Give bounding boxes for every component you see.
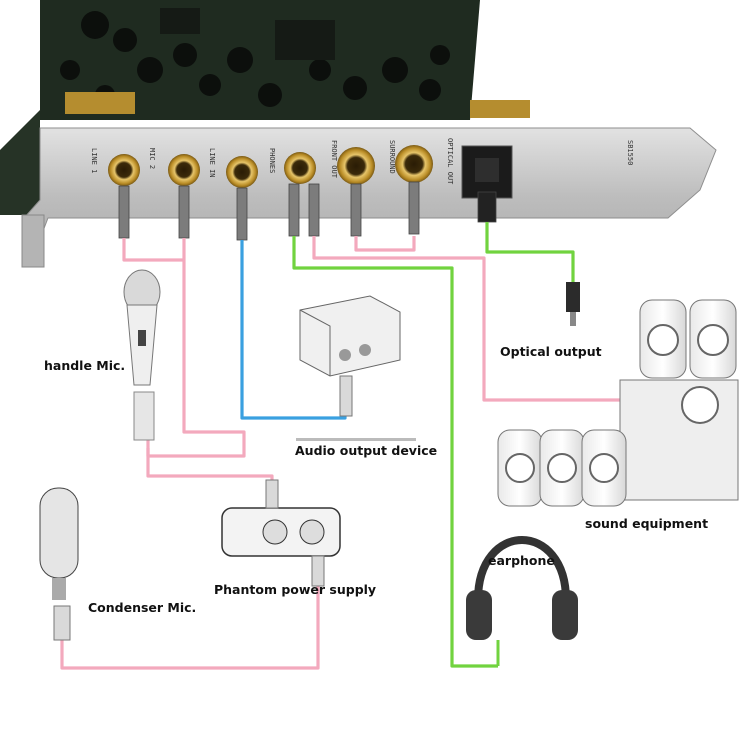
handle-mic-illustration [123,269,161,441]
earphone-illustration [466,536,578,666]
jack-line1 [108,154,140,186]
bracket-tab [21,214,45,268]
condenser-mic-illustration [39,487,79,641]
cable-phones-to-earphone [292,236,498,668]
optical-cable-plug [566,282,580,326]
sound-card: LINE 1 MIC 2 LINE IN PHONES FRONT OUT SU… [0,0,717,268]
port-label-surround: SURROUND [388,140,396,174]
cable-phantom-to-condenser [60,555,320,670]
label-condenser-mic: Condenser Mic. [88,600,196,615]
label-phantom-power-supply: Phantom power supply [214,582,376,597]
label-audio-output-device: Audio output device [295,443,437,458]
speaker-system-illustration [497,299,739,507]
label-handle-mic: handle Mic. [44,358,125,373]
label-optical-output: Optical output [500,344,602,359]
port-label-line1: LINE 1 [90,148,98,173]
cable-mic2-to-phantom [146,238,246,458]
jack-line-in [226,156,258,188]
port-label-phones: PHONES [268,148,276,173]
port-labels: LINE 1 MIC 2 LINE IN PHONES FRONT OUT SU… [90,138,634,185]
cable-front-out-to-speakers [312,236,622,402]
pcb-board [40,0,480,120]
cable-line1-to-handle-mic [122,238,185,262]
cable-surround [354,236,416,252]
port-label-mic2: MIC 2 [148,148,156,169]
port-label-frontout: FRONT OUT [330,140,338,179]
cables [60,222,622,670]
phantom-power-illustration [221,479,341,587]
port-label-optical: OPTICAL OUT [446,138,454,185]
gold-contacts-right [470,100,530,118]
jack-front-out [337,147,375,185]
jack-surround [395,145,433,183]
cable-handle-mic-down [146,440,274,505]
jack-mic2 [168,154,200,186]
label-earphone: earphone [488,553,555,568]
pcb-edge [0,110,40,215]
jack-phones [284,152,316,184]
cable-plugs [118,181,497,241]
cable-optical-out [485,222,575,282]
gold-contacts [65,92,135,114]
label-sound-equipment: sound equipment [585,516,708,531]
model-text: SB1550 [626,140,634,165]
audio-jacks [108,145,513,199]
audio-output-device-illustration [296,295,416,441]
port-label-linein: LINE IN [208,148,216,178]
